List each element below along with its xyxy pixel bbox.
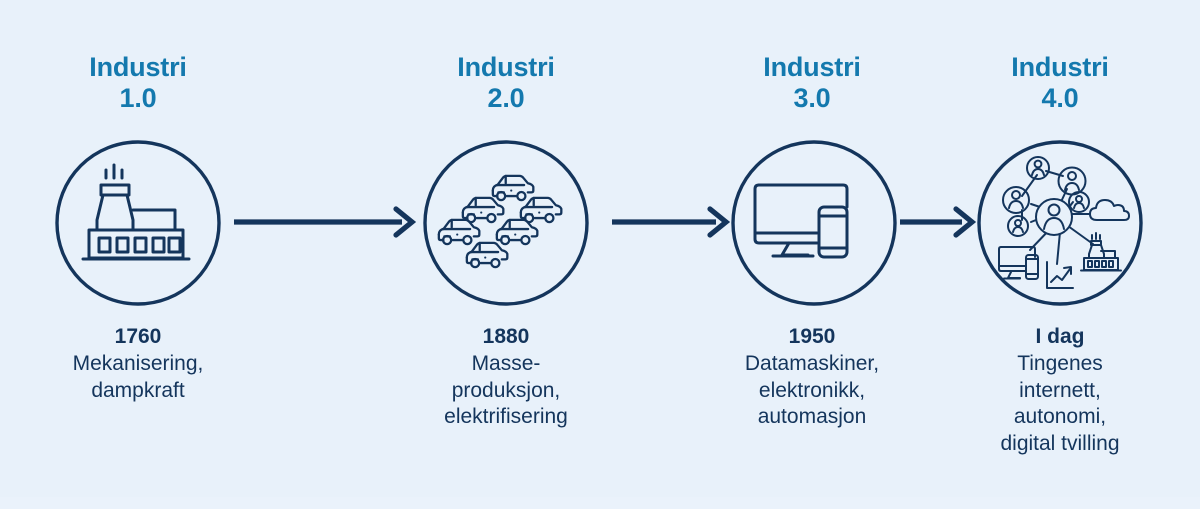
stage-1-desc-line-2: dampkraft	[91, 378, 185, 402]
arrow-3-to-4	[898, 206, 978, 238]
stage-2-icon-circle	[421, 138, 591, 308]
stage-4-desc-line-1: Tingenes	[1017, 352, 1103, 375]
stage-3-heading: Industri 3.0	[692, 52, 932, 114]
stage-4-desc-line-4: digital tvilling	[1000, 431, 1120, 455]
stage-1-heading-line1: Industri	[89, 52, 187, 82]
stage-4-heading: Industri 4.0	[940, 52, 1180, 114]
stage-2-desc-line-3: elektrifisering	[444, 405, 568, 428]
stage-4-desc-line-3: autonomi,	[1013, 405, 1107, 428]
cars-icon	[423, 140, 589, 306]
stage-1-heading-line2: 1.0	[119, 83, 157, 113]
arrow-right-icon	[234, 206, 417, 238]
stage-3-desc-line-2: elektronikk,	[758, 378, 866, 402]
stage-3-heading-line2: 3.0	[793, 83, 831, 113]
computer-monitor-phone-icon	[731, 140, 897, 306]
stage-3-icon-circle	[729, 138, 899, 308]
stage-2-heading-line2: 2.0	[487, 83, 525, 113]
stage-1-heading: Industri 1.0	[18, 52, 258, 114]
stage-2-caption: 1880 Masse- produksjon, elektrifisering	[386, 322, 626, 431]
stage-3-caption: 1950 Datamaskiner, elektronikk, automasj…	[692, 322, 932, 431]
stage-4-year: I dag	[1035, 325, 1085, 348]
stage-3-desc-line-3: automasjon	[757, 405, 867, 428]
stage-2-desc-line-2: produksjon,	[451, 378, 561, 402]
stage-3-year: 1950	[788, 325, 836, 348]
stage-2-heading: Industri 2.0	[386, 52, 626, 114]
arrow-right-icon	[900, 206, 977, 238]
arrow-1-to-2	[232, 206, 418, 238]
stage-industri-1: Industri 1.0	[18, 0, 258, 509]
stage-4-desc-line-2: internett,	[1019, 378, 1101, 402]
stage-4-heading-line1: Industri	[1011, 52, 1109, 82]
stage-2-heading-line1: Industri	[457, 52, 555, 82]
stage-1-icon-circle	[53, 138, 223, 308]
stage-industri-4: Industri 4.0	[940, 0, 1180, 509]
stage-2-year: 1880	[482, 325, 530, 348]
factory-icon	[55, 140, 221, 306]
bottom-edge-strip	[0, 497, 1200, 509]
stage-3-heading-line1: Industri	[763, 52, 861, 82]
stage-1-year: 1760	[114, 325, 162, 348]
stage-4-heading-line2: 4.0	[1041, 83, 1079, 113]
stage-3-desc-line-1: Datamaskiner,	[744, 352, 880, 375]
stage-1-desc-line-1: Mekanisering,	[72, 352, 204, 375]
iot-network-icon	[977, 140, 1143, 306]
stage-industri-2: Industri 2.0	[386, 0, 626, 509]
arrow-right-icon	[612, 206, 731, 238]
stage-industri-3: Industri 3.0	[692, 0, 932, 509]
stage-1-caption: 1760 Mekanisering, dampkraft	[18, 322, 258, 404]
stage-2-desc-line-1: Masse-	[471, 352, 541, 375]
arrow-2-to-3	[610, 206, 732, 238]
stage-4-caption: I dag Tingenes internett, autonomi, digi…	[940, 322, 1180, 457]
stage-4-icon-circle	[975, 138, 1145, 308]
